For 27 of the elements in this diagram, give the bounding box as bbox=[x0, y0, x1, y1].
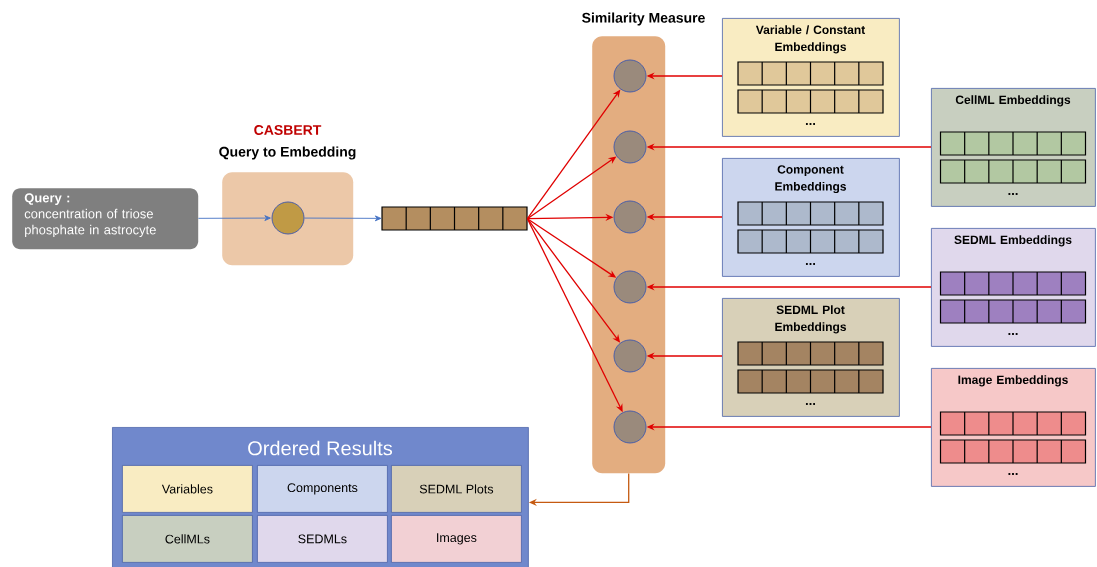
embedding-box: Component Embeddings ... bbox=[722, 158, 900, 277]
result-cell: CellMLs bbox=[122, 515, 253, 563]
encoder-box: CASBERT Query to Embedding bbox=[219, 125, 356, 266]
result-cell: SEDMLs bbox=[257, 515, 388, 563]
circle bbox=[613, 130, 647, 164]
embedding-vector bbox=[381, 206, 528, 231]
arrow bbox=[304, 215, 382, 222]
embedding-box: SEDML Embeddings ... bbox=[931, 228, 1096, 347]
circle bbox=[613, 339, 647, 373]
result-cell: Variables bbox=[122, 465, 253, 513]
circle bbox=[271, 201, 305, 235]
circle bbox=[613, 270, 647, 304]
node-label: Query to Embedding bbox=[219, 146, 356, 160]
result-cell: SEDML Plots bbox=[391, 465, 522, 513]
query-box: Query : concentration of triose phosphate in astrocyte bbox=[12, 188, 199, 250]
embedding-box: Image Embeddings ... bbox=[931, 368, 1096, 487]
arrow bbox=[197, 215, 271, 221]
result-cell: Images bbox=[391, 515, 522, 563]
circle bbox=[613, 59, 647, 93]
node-label: CASBERT bbox=[254, 125, 322, 135]
result-cell: Components bbox=[257, 465, 388, 513]
embedding-box: Variable / Constant Embeddings ... bbox=[722, 18, 900, 137]
embedding-box: SEDML Plot Embeddings ... bbox=[722, 298, 900, 417]
circle bbox=[613, 200, 647, 234]
circle bbox=[613, 410, 647, 444]
embedding-box: CellML Embeddings ... bbox=[931, 88, 1096, 207]
node-label: Similarity Measure bbox=[582, 12, 705, 26]
